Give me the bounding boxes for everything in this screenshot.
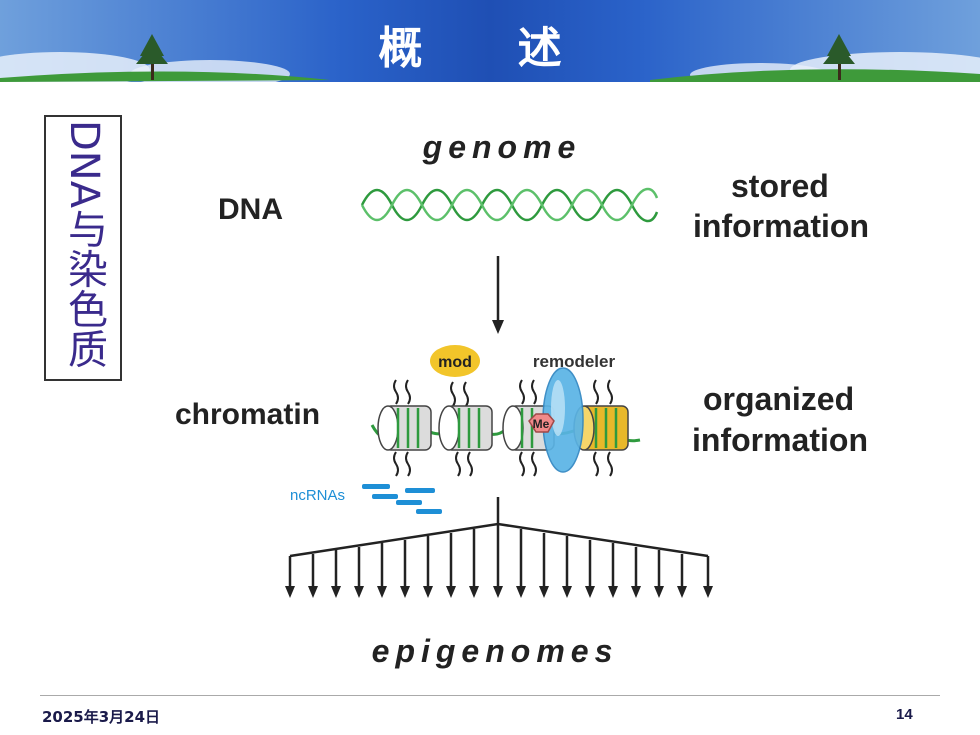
header-decoration [0,34,980,82]
footer-divider [40,695,940,696]
organized-information-label: information [692,422,868,458]
side-title: DNA与染色质 [61,120,107,369]
me-label: Me [533,417,550,431]
mod-label: mod [438,354,472,371]
stored-information-label: information [693,208,869,244]
nucleosome-2 [438,405,493,451]
page-number: 14 [896,706,913,723]
dna-label: DNA [218,193,283,226]
organized-label: organized [703,381,855,417]
tree-icon-right [823,34,855,80]
remodeler-label: remodeler [533,352,616,371]
arrow-down-icon [492,256,504,334]
ncrnas-label: ncRNAs [290,487,345,504]
epigenome-branches [288,497,710,588]
chromatin-label: chromatin [175,398,321,431]
tree-icon-left [136,34,168,80]
footer-date: 2025年3月24日 [42,708,161,726]
methyl-mark-icon [528,413,555,433]
dna-helix [360,187,659,223]
nucleosome-1 [377,405,432,451]
epigenomes-label: epigenomes [372,633,619,669]
side-title-box [44,115,122,381]
ncrna-strands [362,484,442,514]
epigenome-arrowheads [285,586,713,598]
header-banner: 概 述 [0,0,980,82]
genome-label: genome [422,129,582,165]
mod-badge [430,345,480,377]
page-title: 概 述 [378,23,602,74]
stored-label: stored [731,168,829,204]
histone-tails [393,379,613,477]
